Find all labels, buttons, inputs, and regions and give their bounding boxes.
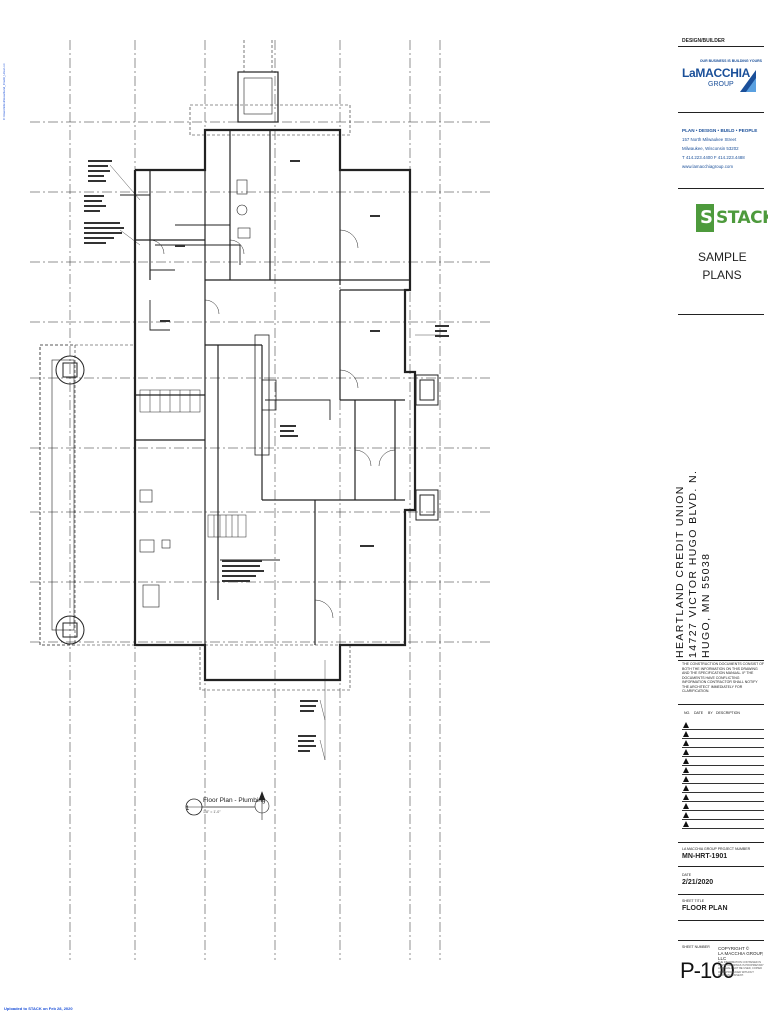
design-builder-label: DESIGN/BUILDER	[682, 38, 725, 44]
sample-line1: SAMPLE	[698, 250, 747, 264]
rev-row-line	[682, 774, 764, 775]
divider	[678, 842, 764, 843]
revision-triangle-icon	[683, 722, 689, 728]
divider	[678, 188, 764, 189]
copyright-title: COPYRIGHT ©	[718, 946, 750, 951]
view-title: Floor Plan - Plumbing	[203, 797, 266, 804]
sheet-number: P-100	[680, 958, 735, 983]
rev-row-line	[682, 783, 764, 784]
revision-triangle-icon	[683, 794, 689, 800]
revision-triangle-icon	[683, 740, 689, 746]
plumbing-lines	[120, 194, 331, 561]
logo-sub: GROUP	[708, 81, 734, 88]
view-scale: 1/8" = 1'-0"	[203, 810, 221, 814]
project-line3: HUGO, MN 55038	[700, 552, 712, 658]
title-block: DESIGN/BUILDER OUR BUSINESS IS BUILDING …	[672, 0, 768, 1024]
rev-row-line	[682, 819, 764, 820]
rev-row-line	[682, 747, 764, 748]
rev-header-description: DESCRIPTION	[716, 711, 740, 715]
sheet-number-label: SHEET NUMBER	[682, 945, 710, 949]
rev-header-no: NO.	[684, 711, 691, 715]
stack-s-icon: S	[696, 204, 714, 232]
plan-notes	[84, 160, 449, 752]
revision-triangle-icon	[683, 812, 689, 818]
door-swings	[149, 229, 396, 619]
exterior-walls	[133, 128, 417, 682]
disclaimer: THE CONSTRUCTION DOCUMENTS CONSIST OF BO…	[682, 662, 764, 693]
rev-row-line	[682, 756, 764, 757]
view-number: 1	[186, 806, 190, 812]
side-file-path: C:\Users\Revit\Heartland_Credit_Union.rv…	[2, 63, 6, 120]
revision-triangle-icon	[683, 749, 689, 755]
logo-name: LaMACCHIA	[682, 66, 750, 80]
divider	[678, 866, 764, 867]
divider	[678, 112, 764, 113]
address-line1: 157 North Milwaukee Street	[682, 137, 737, 142]
sample-plans: SAMPLE PLANS	[698, 248, 747, 284]
rev-row-line	[682, 765, 764, 766]
grid-lines	[30, 40, 490, 960]
floor-plan-drawing	[30, 40, 490, 960]
divider	[678, 660, 764, 661]
copyright-block: COPYRIGHT © LA MACCHIA GROUP, LLC THE IN…	[718, 946, 764, 977]
divider	[678, 704, 764, 705]
uploaded-note: Uploaded to STACK on Feb 28, 2020	[4, 1006, 73, 1011]
website[interactable]: www.lamacchiagroup.com	[682, 164, 733, 169]
revision-triangle-icon	[683, 785, 689, 791]
rev-header-date: DATE	[694, 711, 704, 715]
divider	[678, 920, 764, 921]
project-number: MN-HRT-1901	[682, 853, 728, 860]
rev-row-line	[682, 738, 764, 739]
revision-triangle-icon	[683, 767, 689, 773]
stack-logo-text: STACK	[716, 208, 768, 228]
rev-row-line	[682, 729, 764, 730]
divider	[678, 314, 764, 315]
project-line1: HEARTLAND CREDIT UNION	[674, 485, 686, 658]
windows	[134, 129, 411, 681]
sheet-title-label: SHEET TITLE	[682, 899, 705, 903]
rev-header-by: BY	[708, 711, 713, 715]
revision-triangle-icon	[683, 758, 689, 764]
rev-row-line	[682, 792, 764, 793]
revision-triangle-icon	[683, 803, 689, 809]
rev-row-line	[682, 801, 764, 802]
sheet-title: FLOOR PLAN	[682, 905, 728, 912]
project-name-block: HEARTLAND CREDIT UNION 14727 VICTOR HUGO…	[674, 462, 720, 658]
fixtures	[139, 179, 251, 608]
vestibule	[237, 71, 279, 123]
revision-triangle-icon	[683, 731, 689, 737]
divider	[678, 46, 764, 47]
counter	[254, 334, 270, 456]
stack-logo: S STACK	[696, 204, 768, 234]
revision-table: NO. DATE BY DESCRIPTION	[682, 708, 764, 829]
slogan: OUR BUSINESS IS BUILDING YOURS	[699, 59, 762, 63]
logo-mark-icon	[740, 70, 756, 92]
divider	[678, 940, 764, 941]
project-number-label: LA MACCHIA GROUP PROJECT NUMBER	[682, 847, 751, 851]
rev-row-line	[682, 828, 764, 829]
date: 2/21/2020	[682, 879, 714, 886]
project-line2: 14727 VICTOR HUGO BLVD. N.	[687, 469, 699, 658]
address-line2: Milwaukee, Wisconsin 53202	[682, 146, 739, 151]
lamacchia-logo: LaMACCHIA GROUP	[682, 66, 762, 100]
interior-walls	[135, 130, 410, 645]
rev-row-line	[682, 810, 764, 811]
tagline: PLAN • DESIGN • BUILD • PEOPLE	[682, 128, 758, 133]
revision-triangle-icon	[683, 821, 689, 827]
sample-line2: PLANS	[702, 268, 742, 282]
revision-triangle-icon	[683, 776, 689, 782]
stairs	[139, 389, 247, 538]
date-label: DATE	[682, 873, 692, 877]
phone-line: T 414.223.4400 F 414.223.4488	[682, 155, 745, 160]
copyright-fine: THE INFORMATION CONTAINED IN THESE DRAWI…	[718, 961, 764, 977]
copyright-owner: LA MACCHIA GROUP, LLC	[718, 951, 764, 961]
divider	[678, 894, 764, 895]
columns	[55, 355, 439, 645]
